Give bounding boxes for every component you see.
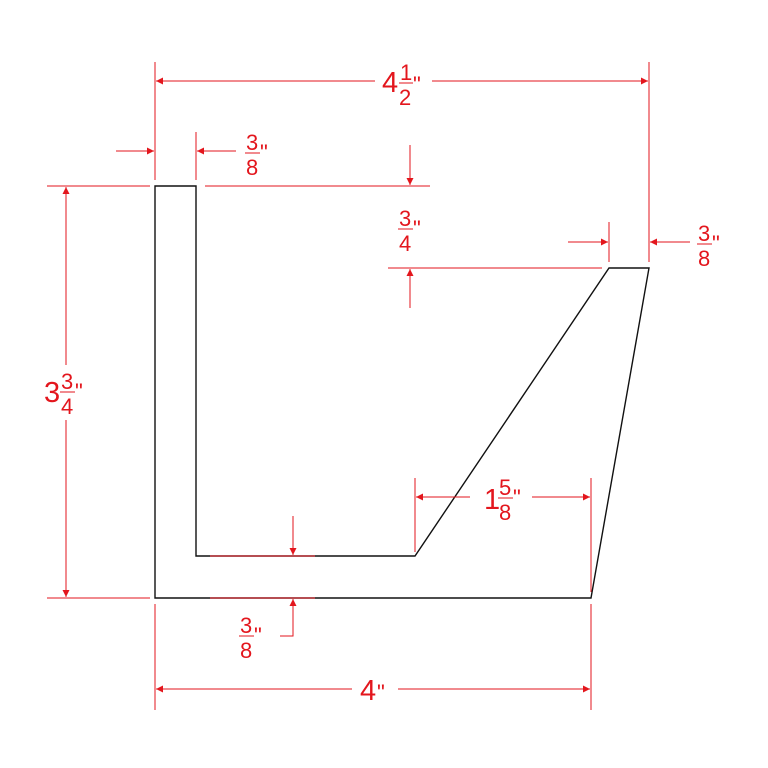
inch-mark: " <box>260 140 268 165</box>
dim-whole: 1 <box>484 484 500 516</box>
inch-mark: " <box>254 623 262 648</box>
inch-mark: " <box>377 680 385 705</box>
dimension-height-offset: 3 4 " <box>398 145 421 308</box>
inch-mark: " <box>712 231 720 256</box>
inch-mark: " <box>75 379 83 404</box>
dimension-left-leg-thickness: 3 8 " <box>116 130 268 180</box>
dimension-overall-height: 3 3 4 " <box>44 187 83 597</box>
dimension-base-thickness: 3 8 " <box>239 516 297 663</box>
dim-denominator: 8 <box>246 155 258 180</box>
dim-whole: 3 <box>44 377 60 409</box>
dim-denominator: 4 <box>399 231 411 256</box>
dim-numerator: 3 <box>399 206 411 231</box>
inch-mark: " <box>413 216 421 241</box>
dim-numerator: 5 <box>499 475 511 500</box>
dim-numerator: 1 <box>400 60 412 85</box>
dim-denominator: 8 <box>499 500 511 525</box>
extension-lines <box>47 62 650 710</box>
dim-denominator: 8 <box>240 638 252 663</box>
dim-numerator: 3 <box>240 613 252 638</box>
dimension-overall-width: 4 1 2 " <box>156 60 648 110</box>
inch-mark: " <box>413 72 421 97</box>
dim-whole: 4 <box>382 67 398 99</box>
inch-mark: " <box>513 485 521 510</box>
dim-whole: 4 <box>360 675 376 707</box>
dim-numerator: 3 <box>61 369 73 394</box>
dim-denominator: 8 <box>698 246 710 271</box>
dimension-base-width: 4 " <box>156 675 590 707</box>
dimension-bottom-flat: 1 5 8 " <box>416 475 590 525</box>
dimension-right-top-width: 3 8 " <box>568 221 720 271</box>
dim-denominator: 4 <box>61 394 73 419</box>
dim-numerator: 3 <box>698 221 710 246</box>
dim-denominator: 2 <box>399 85 411 110</box>
dim-numerator: 3 <box>246 130 258 155</box>
